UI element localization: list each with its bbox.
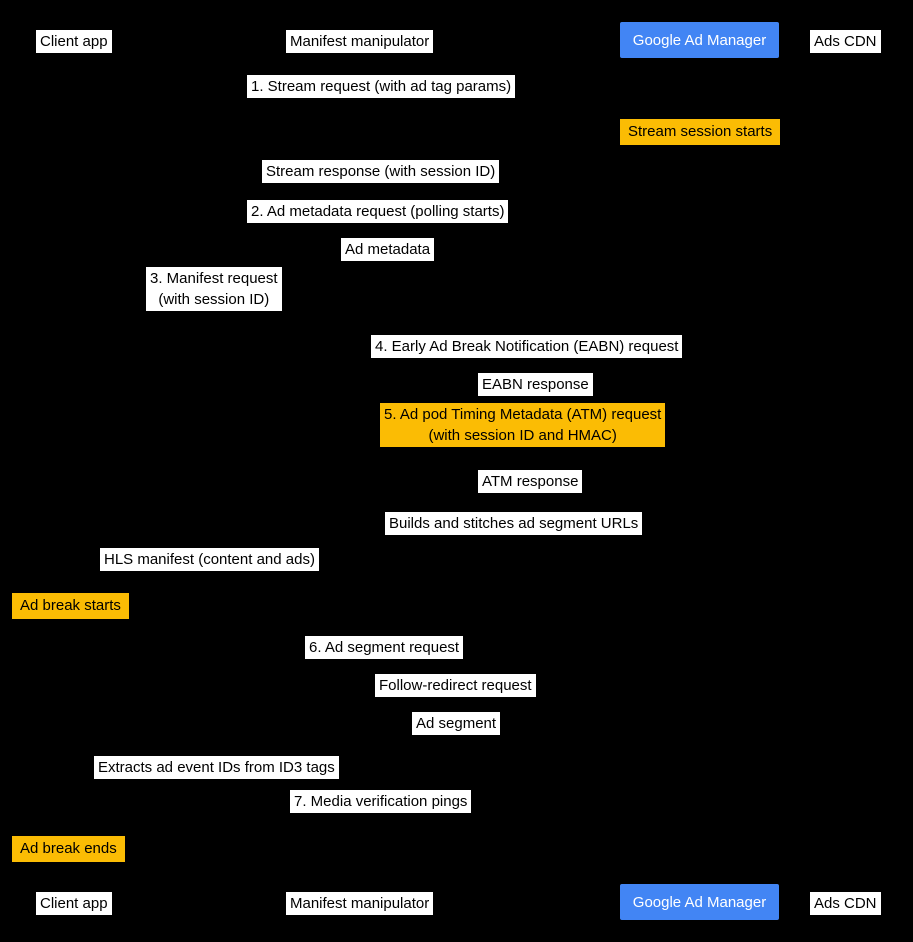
participant-google-ad-manager-top: Google Ad Manager bbox=[620, 22, 779, 58]
message-ad-segment-request: 6. Ad segment request bbox=[305, 636, 464, 659]
message-atm-response: ATM response bbox=[478, 470, 583, 493]
action-extracts-ad-event-ids: Extracts ad event IDs from ID3 tags bbox=[94, 756, 339, 779]
participant-google-ad-manager-bottom: Google Ad Manager bbox=[620, 884, 779, 920]
note-ad-break-starts: Ad break starts bbox=[12, 593, 129, 619]
action-builds-stitches-ad-segment-urls: Builds and stitches ad segment URLs bbox=[385, 512, 643, 535]
message-media-verification-pings: 7. Media verification pings bbox=[290, 790, 472, 813]
message-manifest-request: 3. Manifest request (with session ID) bbox=[146, 267, 282, 311]
participant-ads-cdn-bottom: Ads CDN bbox=[810, 892, 881, 915]
message-follow-redirect-request: Follow-redirect request bbox=[375, 674, 536, 697]
message-eabn-response: EABN response bbox=[478, 373, 593, 396]
message-ad-metadata: Ad metadata bbox=[341, 238, 435, 261]
participant-manifest-manipulator-bottom: Manifest manipulator bbox=[286, 892, 434, 915]
message-eabn-request: 4. Early Ad Break Notification (EABN) re… bbox=[371, 335, 683, 358]
message-stream-request: 1. Stream request (with ad tag params) bbox=[247, 75, 516, 98]
message-ad-metadata-request: 2. Ad metadata request (polling starts) bbox=[247, 200, 509, 223]
message-stream-response: Stream response (with session ID) bbox=[262, 160, 500, 183]
participant-client-app-top: Client app bbox=[36, 30, 112, 53]
message-ad-segment: Ad segment bbox=[412, 712, 501, 735]
participant-manifest-manipulator-top: Manifest manipulator bbox=[286, 30, 434, 53]
participant-ads-cdn-top: Ads CDN bbox=[810, 30, 881, 53]
message-hls-manifest: HLS manifest (content and ads) bbox=[100, 548, 319, 571]
note-ad-break-ends: Ad break ends bbox=[12, 836, 125, 862]
participant-client-app-bottom: Client app bbox=[36, 892, 112, 915]
message-atm-request: 5. Ad pod Timing Metadata (ATM) request … bbox=[380, 403, 666, 447]
note-stream-session-starts: Stream session starts bbox=[620, 119, 781, 145]
